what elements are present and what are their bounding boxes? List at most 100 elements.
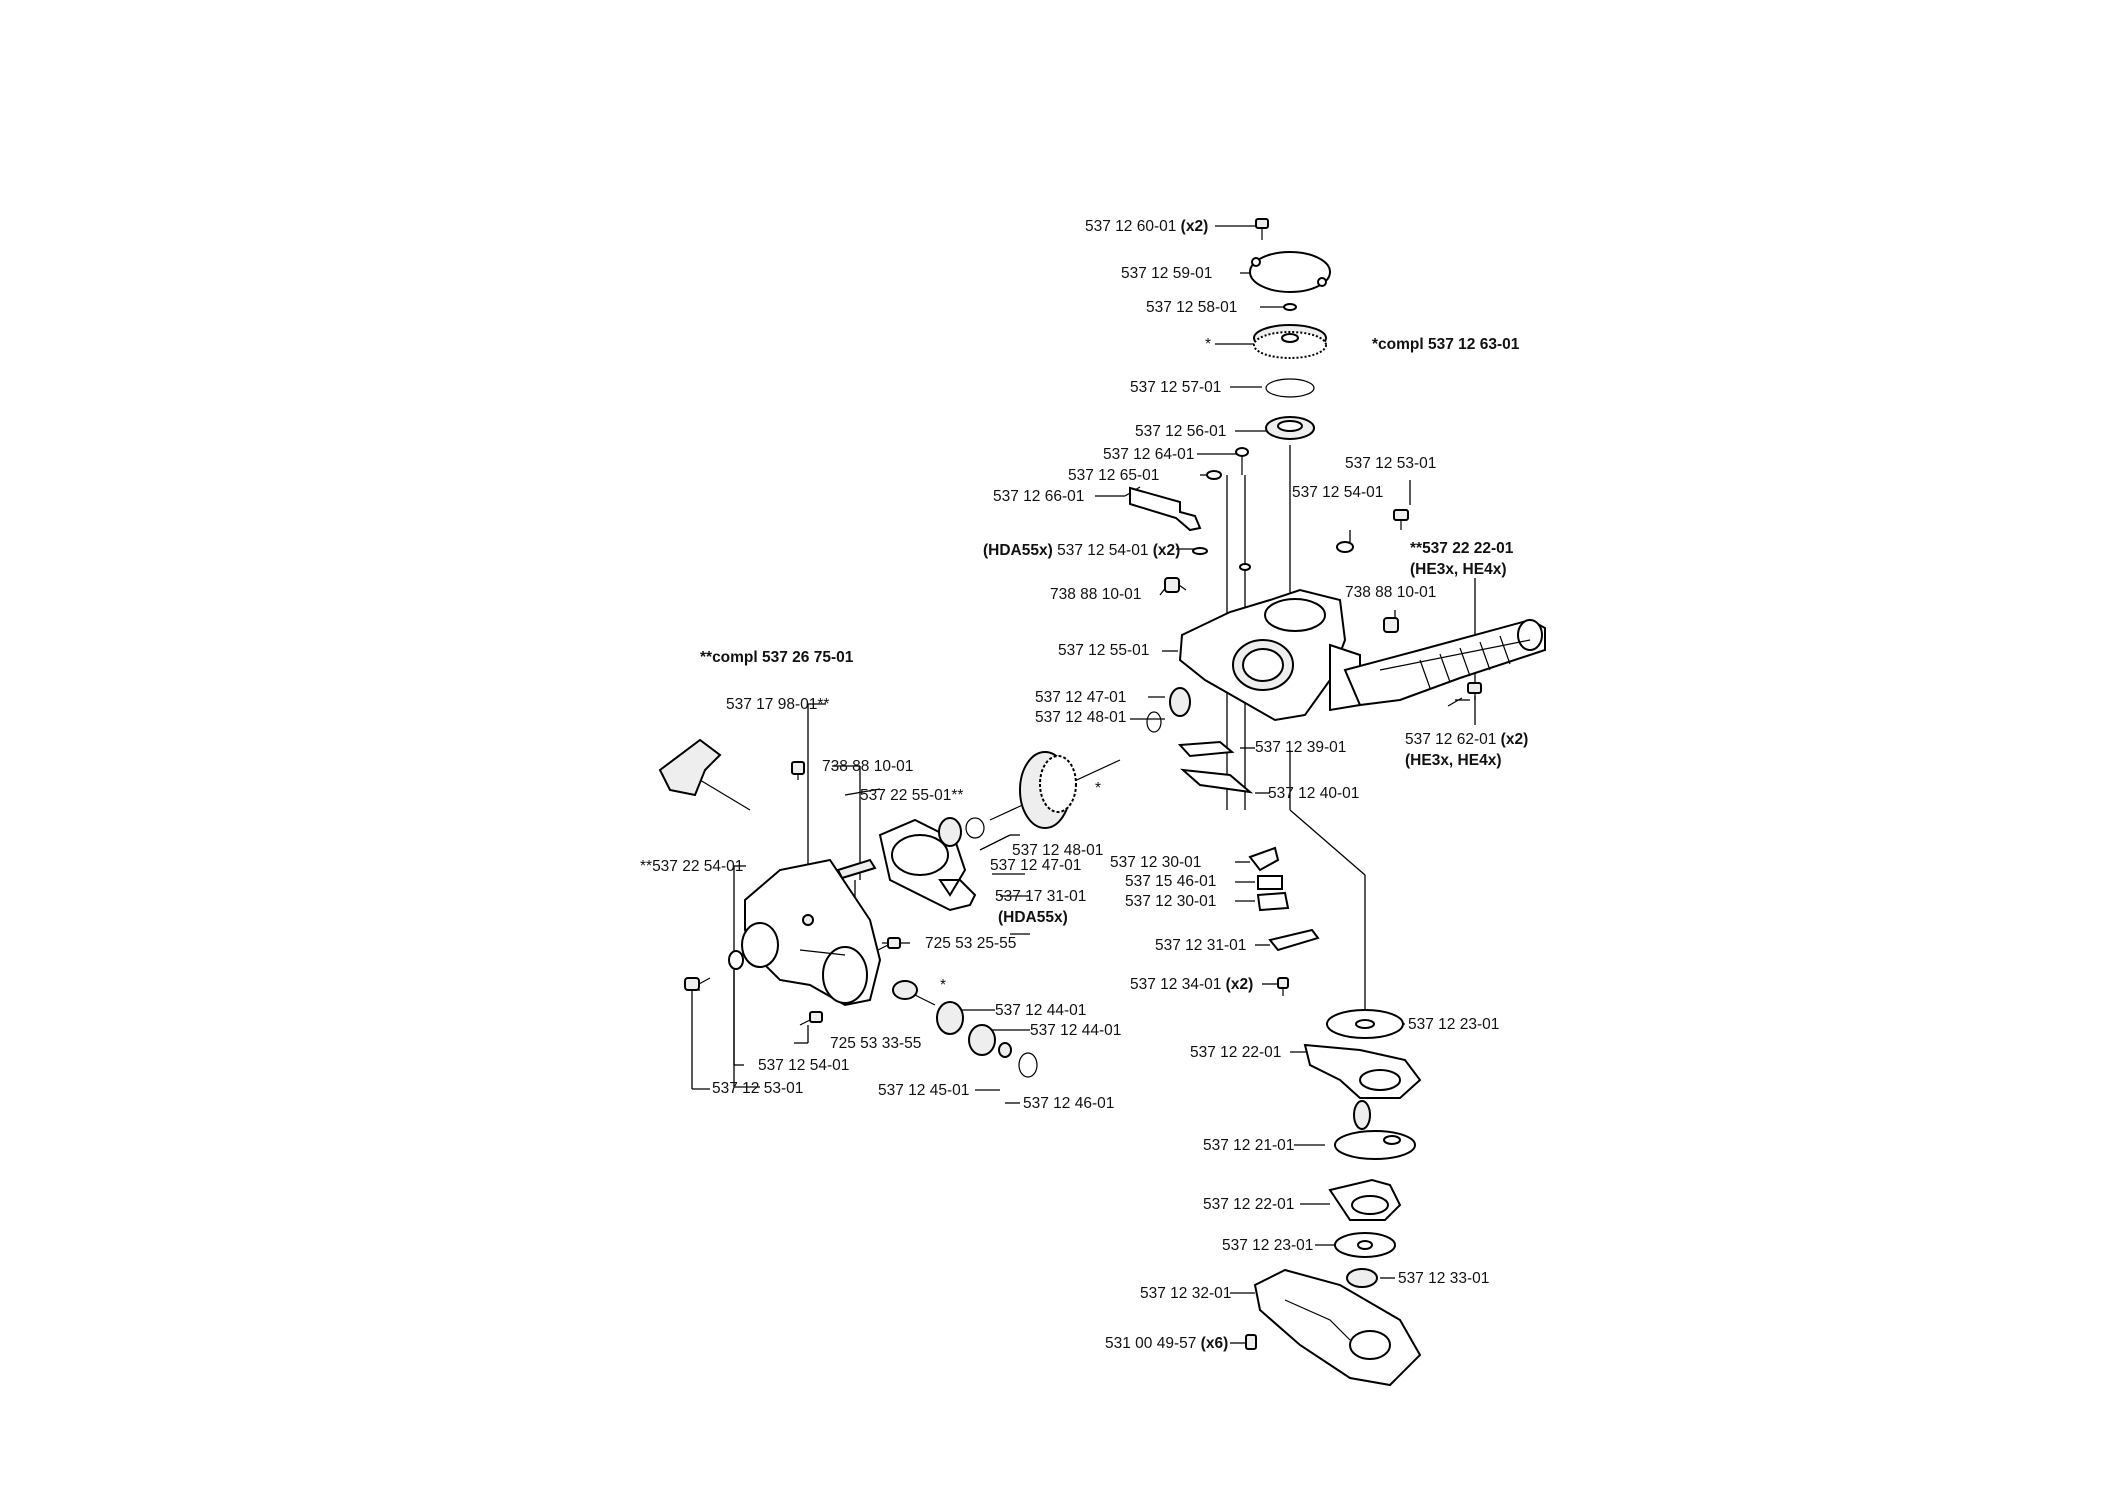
- label-537-12-64: 537 12 64-01: [1103, 446, 1194, 463]
- label-537-17-98: 537 17 98-01**: [726, 696, 829, 713]
- cover-plate-part: [1249, 251, 1331, 293]
- label-537-12-23-b: 537 12 23-01: [1222, 1237, 1313, 1254]
- screw-part: [684, 977, 711, 991]
- label-537-17-31-sub: (HDA55x): [998, 909, 1068, 926]
- gear-shaft-part: [989, 751, 1121, 829]
- spacer-part: [1177, 740, 1235, 758]
- label-738-88-10-c: 738 88 10-01: [822, 758, 913, 775]
- gear-cover-part: [1253, 1268, 1422, 1387]
- screw-part: [1447, 682, 1482, 707]
- bearing-part: [936, 1001, 964, 1035]
- label-537-12-54-top: 537 12 54-01: [1292, 484, 1383, 501]
- plate-part: [1268, 928, 1320, 952]
- label-537-12-56: 537 12 56-01: [1135, 423, 1226, 440]
- key-part: [836, 858, 877, 880]
- screw-part: [799, 1011, 823, 1026]
- label-537-12-65: 537 12 65-01: [1068, 467, 1159, 484]
- label-537-12-59: 537 12 59-01: [1121, 265, 1212, 282]
- label-537-12-47-b: 537 12 47-01: [990, 857, 1081, 874]
- bearing-part: [968, 1024, 996, 1056]
- part-labels: 537 12 60-01 (x2) 537 12 59-01 537 12 58…: [640, 218, 1528, 1352]
- parts: [658, 218, 1546, 1387]
- label-537-12-33: 537 12 33-01: [1398, 1270, 1489, 1287]
- label-537-12-30-a: 537 12 30-01: [1110, 854, 1201, 871]
- screw-part: [1393, 509, 1409, 530]
- label-537-17-31: 537 17 31-01: [995, 888, 1086, 905]
- bearing-part: [1265, 416, 1315, 440]
- knob-part: [658, 738, 751, 811]
- label-537-15-46: 537 15 46-01: [1125, 873, 1216, 890]
- bracket-part: [1129, 486, 1202, 532]
- star-marker: *: [940, 977, 946, 994]
- bearing-part: [1169, 687, 1191, 717]
- label-537-12-45: 537 12 45-01: [878, 1082, 969, 1099]
- label-531-00-49: 531 00 49-57 (x6): [1105, 1335, 1228, 1352]
- bracket-part: [1248, 846, 1280, 872]
- label-537-22-55: 537 22 55-01**: [860, 787, 963, 804]
- label-537-22-54: **537 22 54-01: [640, 858, 743, 875]
- washer-part: [1334, 1232, 1396, 1258]
- label-537-12-53-top: 537 12 53-01: [1345, 455, 1436, 472]
- label-537-12-62: 537 12 62-01 (x2): [1405, 731, 1528, 748]
- label-725-53-33: 725 53 33-55: [830, 1035, 921, 1052]
- star-marker: *: [1095, 780, 1101, 797]
- bracket-part: [1256, 891, 1290, 912]
- grease-nipple-part: [1383, 617, 1399, 633]
- bearing-part: [1346, 1268, 1378, 1288]
- label-537-12-55: 537 12 55-01: [1058, 642, 1149, 659]
- bevel-gear-part: [1253, 324, 1327, 359]
- nut-part: [1206, 470, 1222, 480]
- grease-nipple-part: [1164, 577, 1187, 593]
- pinion-part: [892, 980, 936, 1006]
- gear-part: [1334, 1100, 1416, 1160]
- washer-part: [1326, 1009, 1404, 1039]
- circlip-part: [1265, 378, 1315, 398]
- label-537-12-47-a: 537 12 47-01: [1035, 689, 1126, 706]
- head-housing-part: [741, 858, 882, 1007]
- label-537-22-22: **537 22 22-01: [1410, 540, 1514, 557]
- label-537-12-48-a: 537 12 48-01: [1035, 709, 1126, 726]
- bearing-part: [938, 817, 962, 847]
- label-537-12-30-b: 537 12 30-01: [1125, 893, 1216, 910]
- washer-part: [1336, 541, 1354, 553]
- label-537-12-32: 537 12 32-01: [1140, 1285, 1231, 1302]
- circlip-part: [965, 817, 985, 839]
- label-537-12-34: 537 12 34-01 (x2): [1130, 976, 1253, 993]
- label-hda-537-12-54: (HDA55x) 537 12 54-01 (x2): [983, 542, 1180, 559]
- label-537-12-44-b: 537 12 44-01: [1030, 1022, 1121, 1039]
- gear-housing-part: [1178, 588, 1361, 722]
- label-738-88-10-a: 738 88 10-01: [1050, 586, 1141, 603]
- note-compl-top: *compl 537 12 63-01: [1372, 336, 1520, 353]
- label-537-12-31: 537 12 31-01: [1155, 937, 1246, 954]
- handle-part: [1343, 618, 1546, 707]
- crank-plate-part: [1328, 1178, 1402, 1221]
- label-537-12-22-a: 537 12 22-01: [1190, 1044, 1281, 1061]
- label-537-12-22-b: 537 12 22-01: [1203, 1196, 1294, 1213]
- screw-part: [877, 937, 901, 951]
- label-537-12-57: 537 12 57-01: [1130, 379, 1221, 396]
- washer-part: [1192, 547, 1208, 555]
- circlip-part: [1018, 1052, 1038, 1078]
- label-537-12-21: 537 12 21-01: [1203, 1137, 1294, 1154]
- screw-part: [1245, 1334, 1257, 1350]
- star-marker: *: [1205, 336, 1211, 353]
- label-537-12-53-bot: 537 12 53-01: [712, 1080, 803, 1097]
- label-537-12-40: 537 12 40-01: [1268, 785, 1359, 802]
- bolt-part: [1235, 447, 1249, 475]
- shim-part: [1179, 768, 1254, 794]
- bracket-part: [1257, 875, 1283, 890]
- label-537-12-66: 537 12 66-01: [993, 488, 1084, 505]
- label-537-12-60: 537 12 60-01 (x2): [1085, 218, 1208, 235]
- washer-part: [1239, 563, 1251, 571]
- label-537-12-39: 537 12 39-01: [1255, 739, 1346, 756]
- washer-part: [1283, 303, 1297, 311]
- crank-plate-part: [1303, 1043, 1422, 1099]
- label-537-12-48-b: 537 12 48-01: [1012, 842, 1103, 859]
- label-725-53-25: 725 53 25-55: [925, 935, 1016, 952]
- label-537-12-62-sub: (HE3x, HE4x): [1405, 752, 1501, 769]
- screw-part: [1255, 218, 1269, 240]
- grease-nipple-part: [791, 761, 805, 780]
- label-537-22-22-sub: (HE3x, HE4x): [1410, 561, 1506, 578]
- label-537-12-54-bot: 537 12 54-01: [758, 1057, 849, 1074]
